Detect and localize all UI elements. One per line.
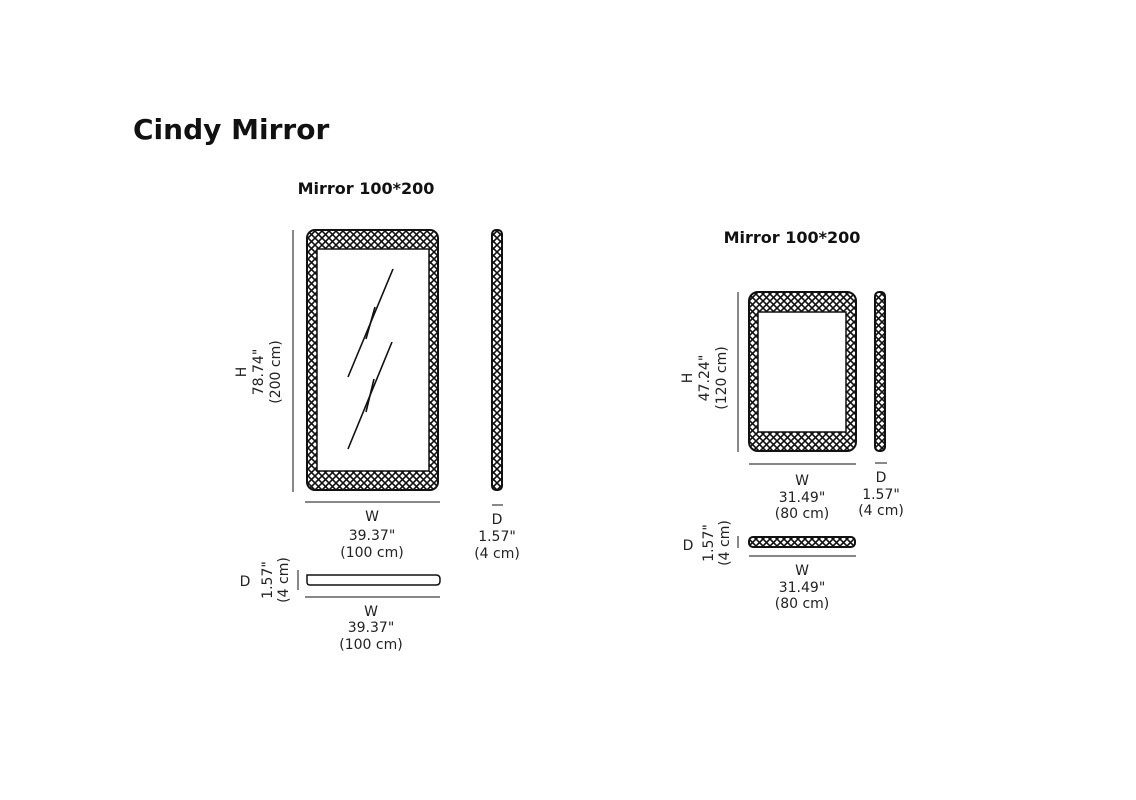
left-top-depth-values: 1.57" (4 cm) — [260, 557, 292, 603]
right-front-view — [748, 291, 857, 452]
left-mirror-drawing: Mirror 100*200 H 78.74" (200 cm) W 39.37… — [234, 179, 520, 653]
svg-text:(4 cm): (4 cm) — [858, 503, 904, 519]
left-top-view — [306, 574, 441, 586]
svg-text:(4 cm): (4 cm) — [717, 520, 733, 566]
svg-text:H: H — [234, 367, 250, 378]
right-width-label: W 31.49" (80 cm) — [775, 473, 830, 522]
svg-text:W: W — [365, 509, 379, 525]
left-side-view — [491, 229, 503, 491]
svg-text:39.37": 39.37" — [348, 620, 395, 636]
svg-text:1.57": 1.57" — [260, 561, 276, 599]
svg-text:H: H — [680, 373, 696, 384]
svg-text:1.57": 1.57" — [862, 487, 900, 503]
reflection-line — [365, 378, 375, 413]
svg-text:39.37": 39.37" — [349, 528, 396, 544]
left-height-label: H 78.74" (200 cm) — [234, 340, 284, 403]
right-depth-label: D 1.57" (4 cm) — [858, 470, 904, 519]
svg-text:1.57": 1.57" — [701, 524, 717, 562]
svg-text:78.74": 78.74" — [251, 349, 267, 396]
right-side-view — [874, 291, 886, 452]
svg-text:D: D — [876, 470, 887, 486]
left-heading: Mirror 100*200 — [298, 179, 435, 198]
svg-text:(100 cm): (100 cm) — [339, 637, 402, 653]
svg-text:W: W — [795, 473, 809, 489]
svg-text:(4 cm): (4 cm) — [474, 546, 520, 562]
svg-text:(100 cm): (100 cm) — [340, 545, 403, 561]
right-top-width-label: W 31.49" (80 cm) — [775, 563, 830, 612]
right-height-label: H 47.24" (120 cm) — [680, 346, 730, 409]
right-heading: Mirror 100*200 — [724, 228, 861, 247]
svg-text:D: D — [492, 512, 503, 528]
svg-text:(120 cm): (120 cm) — [714, 346, 730, 409]
svg-text:31.49": 31.49" — [779, 580, 826, 596]
left-front-view — [306, 229, 439, 491]
svg-text:W: W — [795, 563, 809, 579]
reflection-line — [365, 306, 376, 340]
svg-text:(4 cm): (4 cm) — [276, 557, 292, 603]
left-top-width-label: W 39.37" (100 cm) — [339, 604, 402, 653]
svg-text:(200 cm): (200 cm) — [268, 340, 284, 403]
right-top-depth-values: 1.57" (4 cm) — [701, 520, 733, 566]
svg-text:(80 cm): (80 cm) — [775, 596, 830, 612]
svg-text:W: W — [364, 604, 378, 620]
svg-text:1.57": 1.57" — [478, 529, 516, 545]
left-width-label: W 39.37" (100 cm) — [340, 509, 403, 561]
right-mirror-drawing: Mirror 100*200 H 47.24" (120 cm) W 31.49… — [680, 228, 904, 612]
svg-text:(80 cm): (80 cm) — [775, 506, 830, 522]
svg-text:47.24": 47.24" — [697, 355, 713, 402]
svg-text:31.49": 31.49" — [779, 490, 826, 506]
right-mirror-glass — [757, 311, 847, 433]
page-title: Cindy Mirror — [133, 113, 329, 146]
right-top-view — [748, 536, 856, 548]
left-depth-label: D 1.57" (4 cm) — [474, 512, 520, 562]
left-mirror-glass — [316, 248, 430, 472]
left-top-depth-label: D — [240, 574, 251, 590]
right-top-depth-label: D — [683, 538, 694, 554]
